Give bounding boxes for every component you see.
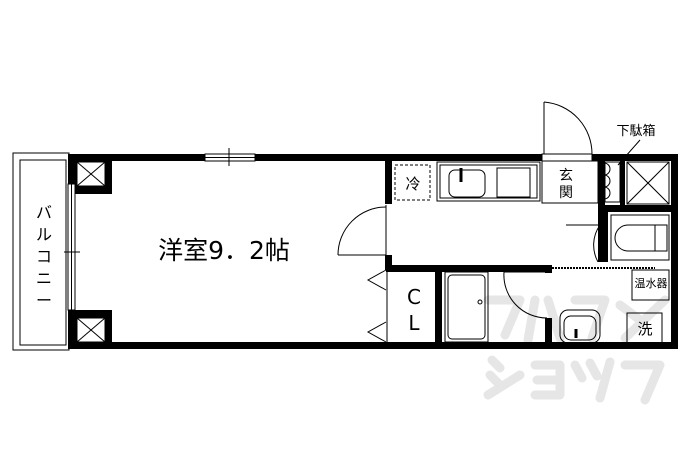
svg-text:ル: ル xyxy=(36,225,52,244)
toilet-door[interactable] xyxy=(566,224,601,263)
svg-text:コ: コ xyxy=(36,247,52,266)
shoe-box xyxy=(603,139,641,203)
toilet xyxy=(610,214,670,261)
water-heater xyxy=(631,269,670,301)
main-room-label: 洋室9．2帖 xyxy=(158,236,290,265)
bathtub xyxy=(444,271,489,343)
entrance-label-2: 関 xyxy=(559,185,573,201)
window-top xyxy=(204,148,256,166)
svg-text:ー: ー xyxy=(36,291,52,310)
svg-text:ニ: ニ xyxy=(36,269,52,288)
door-main-room[interactable] xyxy=(337,205,387,256)
entrance xyxy=(541,160,599,204)
closet-doors[interactable] xyxy=(366,269,388,343)
shoe-box-label: 下駄箱 xyxy=(616,123,655,139)
pillar-bottom-left xyxy=(76,317,106,343)
closet-label-2: L xyxy=(408,311,420,335)
fridge-label: 冷 xyxy=(405,175,420,193)
wash-basin xyxy=(559,309,601,344)
watermark-logo xyxy=(483,295,670,405)
pillar-top-right xyxy=(626,161,670,205)
window-balcony xyxy=(64,183,80,311)
washer-space xyxy=(626,312,663,344)
balcony-label: バ ル コ ニ ー xyxy=(36,203,52,310)
closet-label-1: C xyxy=(407,285,421,309)
entrance-label-1: 玄 xyxy=(559,167,573,184)
fridge-space xyxy=(394,164,431,201)
kitchen-sink xyxy=(436,161,541,202)
svg-text:バ: バ xyxy=(36,203,52,222)
bath-door[interactable] xyxy=(503,271,548,319)
front-door[interactable] xyxy=(541,101,593,162)
washer-label: 洗 xyxy=(637,320,652,338)
water-heater-label: 温水器 xyxy=(635,277,668,290)
pillar-top-left xyxy=(76,161,106,187)
